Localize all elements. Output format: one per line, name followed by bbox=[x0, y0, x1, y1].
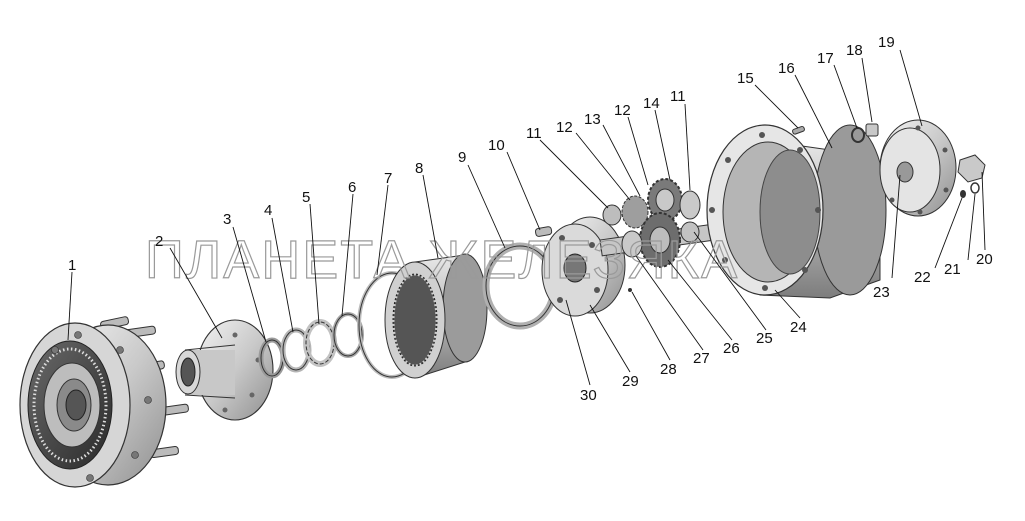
callout-19: 19 bbox=[878, 34, 895, 51]
part-cover bbox=[879, 119, 957, 217]
callout-2: 2 bbox=[155, 233, 163, 250]
callout-15: 15 bbox=[737, 70, 754, 87]
callout-1: 1 bbox=[68, 257, 76, 274]
callout-24: 24 bbox=[790, 319, 807, 336]
part-flanged-hub bbox=[175, 319, 274, 421]
callout-23: 23 bbox=[873, 284, 890, 301]
callout-labels: 1 2 3 4 5 6 7 8 9 10 11 12 13 12 14 11 1… bbox=[68, 34, 993, 404]
callout-5: 5 bbox=[302, 189, 310, 206]
callout-9: 9 bbox=[458, 149, 466, 166]
part-wheel-hub bbox=[19, 316, 189, 488]
callout-21: 21 bbox=[944, 261, 961, 278]
callout-30: 30 bbox=[580, 387, 597, 404]
part-rings-small bbox=[258, 312, 364, 379]
callout-22: 22 bbox=[914, 269, 931, 286]
callout-13: 13 bbox=[584, 111, 601, 128]
part-housing bbox=[706, 124, 887, 299]
watermark-text: ПЛАНЕТА ЖЕЛЕЗЯКА bbox=[145, 230, 739, 290]
callout-29: 29 bbox=[622, 373, 639, 390]
callout-26: 26 bbox=[723, 340, 740, 357]
callout-27: 27 bbox=[693, 350, 710, 367]
callout-7: 7 bbox=[384, 170, 392, 187]
callout-20: 20 bbox=[976, 251, 993, 268]
part-gear-cluster bbox=[599, 178, 742, 292]
callout-17: 17 bbox=[817, 50, 834, 67]
leader-lines bbox=[67, 49, 986, 386]
callout-14: 14 bbox=[643, 95, 660, 112]
callout-6: 6 bbox=[348, 179, 356, 196]
part-plug bbox=[957, 154, 986, 198]
callout-8: 8 bbox=[415, 160, 423, 177]
callout-18: 18 bbox=[846, 42, 863, 59]
callout-12b: 12 bbox=[614, 102, 631, 119]
callout-3: 3 bbox=[223, 211, 231, 228]
callout-12a: 12 bbox=[556, 119, 573, 136]
callout-16: 16 bbox=[778, 60, 795, 77]
callout-28: 28 bbox=[660, 361, 677, 378]
callout-4: 4 bbox=[264, 202, 272, 219]
callout-11a: 11 bbox=[526, 125, 542, 142]
callout-25: 25 bbox=[756, 330, 773, 347]
callout-10: 10 bbox=[488, 137, 505, 154]
part-ring-gear bbox=[384, 253, 488, 379]
callout-11b: 11 bbox=[670, 88, 686, 105]
